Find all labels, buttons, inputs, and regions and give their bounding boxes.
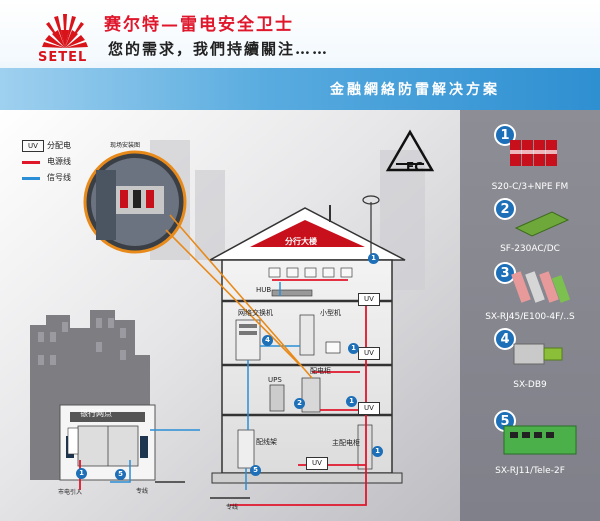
roof-label: 分行大楼 (285, 237, 317, 246)
legend-uv-box: UV (22, 140, 44, 152)
marker-1: 1 (346, 396, 357, 407)
rj45-protector-icon (511, 271, 570, 303)
mains-in-label: 市电引入 (58, 489, 83, 496)
product-number: 4 (494, 328, 516, 350)
sunburst-logo-icon (42, 14, 88, 48)
marker-5: 5 (250, 465, 261, 476)
uv-tag: UV (358, 293, 380, 306)
diagram-area: UV 分配电 电源线 信号线 现场安装图 EC 分行大楼 HUB 网络交换机 小… (0, 110, 460, 521)
marker-4: 4 (262, 335, 273, 346)
signal-protector-icon (514, 211, 570, 237)
switch-label: 网络交换机 (238, 309, 273, 317)
db9-protector-icon (513, 343, 563, 365)
marker-1: 1 (368, 253, 379, 264)
ups-label: UPS (268, 376, 282, 384)
bank-branch-label: 银行网点 (80, 409, 112, 418)
header-blue-band (0, 68, 600, 110)
legend-signal-swatch (22, 177, 40, 180)
header-banner: SETEL 赛尔特—雷电安全卫士 您的需求，我們持續關注…… 金融網絡防雷解决方… (0, 0, 600, 110)
legend-power-swatch (22, 161, 40, 164)
product-number: 2 (494, 198, 516, 220)
product-label: SF-230AC/DC (500, 244, 560, 254)
inset-title: 现场安装图 (110, 142, 141, 149)
signal-lines (110, 282, 300, 490)
minicomputer-label: 小型机 (320, 309, 341, 317)
product-item-3[interactable]: 3 SX-RJ45/E100-4F/..S (460, 262, 600, 342)
dedicated-line-label-2: 专线 (226, 504, 239, 511)
legend-signal-label: 信号线 (47, 173, 71, 182)
legend-distribution: 分配电 (47, 141, 71, 150)
logo-text: SETEL (38, 50, 88, 65)
rj11-protector-icon (503, 425, 577, 455)
product-label: SX-RJ11/Tele-2F (495, 466, 565, 476)
dedicated-line-label-1: 专线 (136, 488, 149, 495)
cabinet-label: 配电柜 (310, 367, 331, 375)
uv-tag: UV (358, 402, 380, 415)
diagram-canvas (0, 110, 460, 521)
marker-1: 1 (372, 446, 383, 457)
marker-1: 1 (348, 343, 359, 354)
product-label: SX-DB9 (513, 380, 547, 390)
product-item-2[interactable]: 2 SF-230AC/DC (460, 198, 600, 268)
uv-tag: UV (358, 347, 380, 360)
marker-5: 5 (115, 469, 126, 480)
surge-protector-icon (510, 140, 557, 166)
product-panel: 1 S20-C/3+NPE FM 2 SF-230AC/DC 3 (460, 110, 600, 521)
ec-brand-text: EC (406, 160, 424, 174)
main-distribution-label: 主配电柜 (332, 439, 360, 447)
patch-rack-label: 配线架 (256, 438, 277, 446)
product-label: SX-RJ45/E100-4F/..S (485, 312, 575, 322)
marker-2: 2 (294, 398, 305, 409)
legend-power-label: 电源线 (47, 157, 71, 166)
ec-brand-mark (385, 129, 435, 172)
callout-lines (165, 214, 313, 379)
hub-label: HUB (256, 286, 272, 294)
office-computers (268, 267, 353, 278)
solution-title: 金融網絡防雷解决方案 (330, 82, 500, 98)
marker-1: 1 (76, 468, 87, 479)
product-item-1[interactable]: 1 S20-C/3+NPE FM (460, 124, 600, 194)
tagline: 您的需求，我們持續關注…… (108, 40, 330, 58)
uv-tag: UV (306, 457, 328, 470)
product-item-4[interactable]: 4 SX-DB9 (460, 328, 600, 398)
power-lines (79, 279, 367, 506)
product-number: 3 (494, 262, 516, 284)
company-slogan: 赛尔特—雷电安全卫士 (104, 15, 294, 35)
product-label: S20-C/3+NPE FM (491, 182, 569, 192)
product-item-5[interactable]: 5 SX-RJ11/Tele-2F (460, 410, 600, 500)
